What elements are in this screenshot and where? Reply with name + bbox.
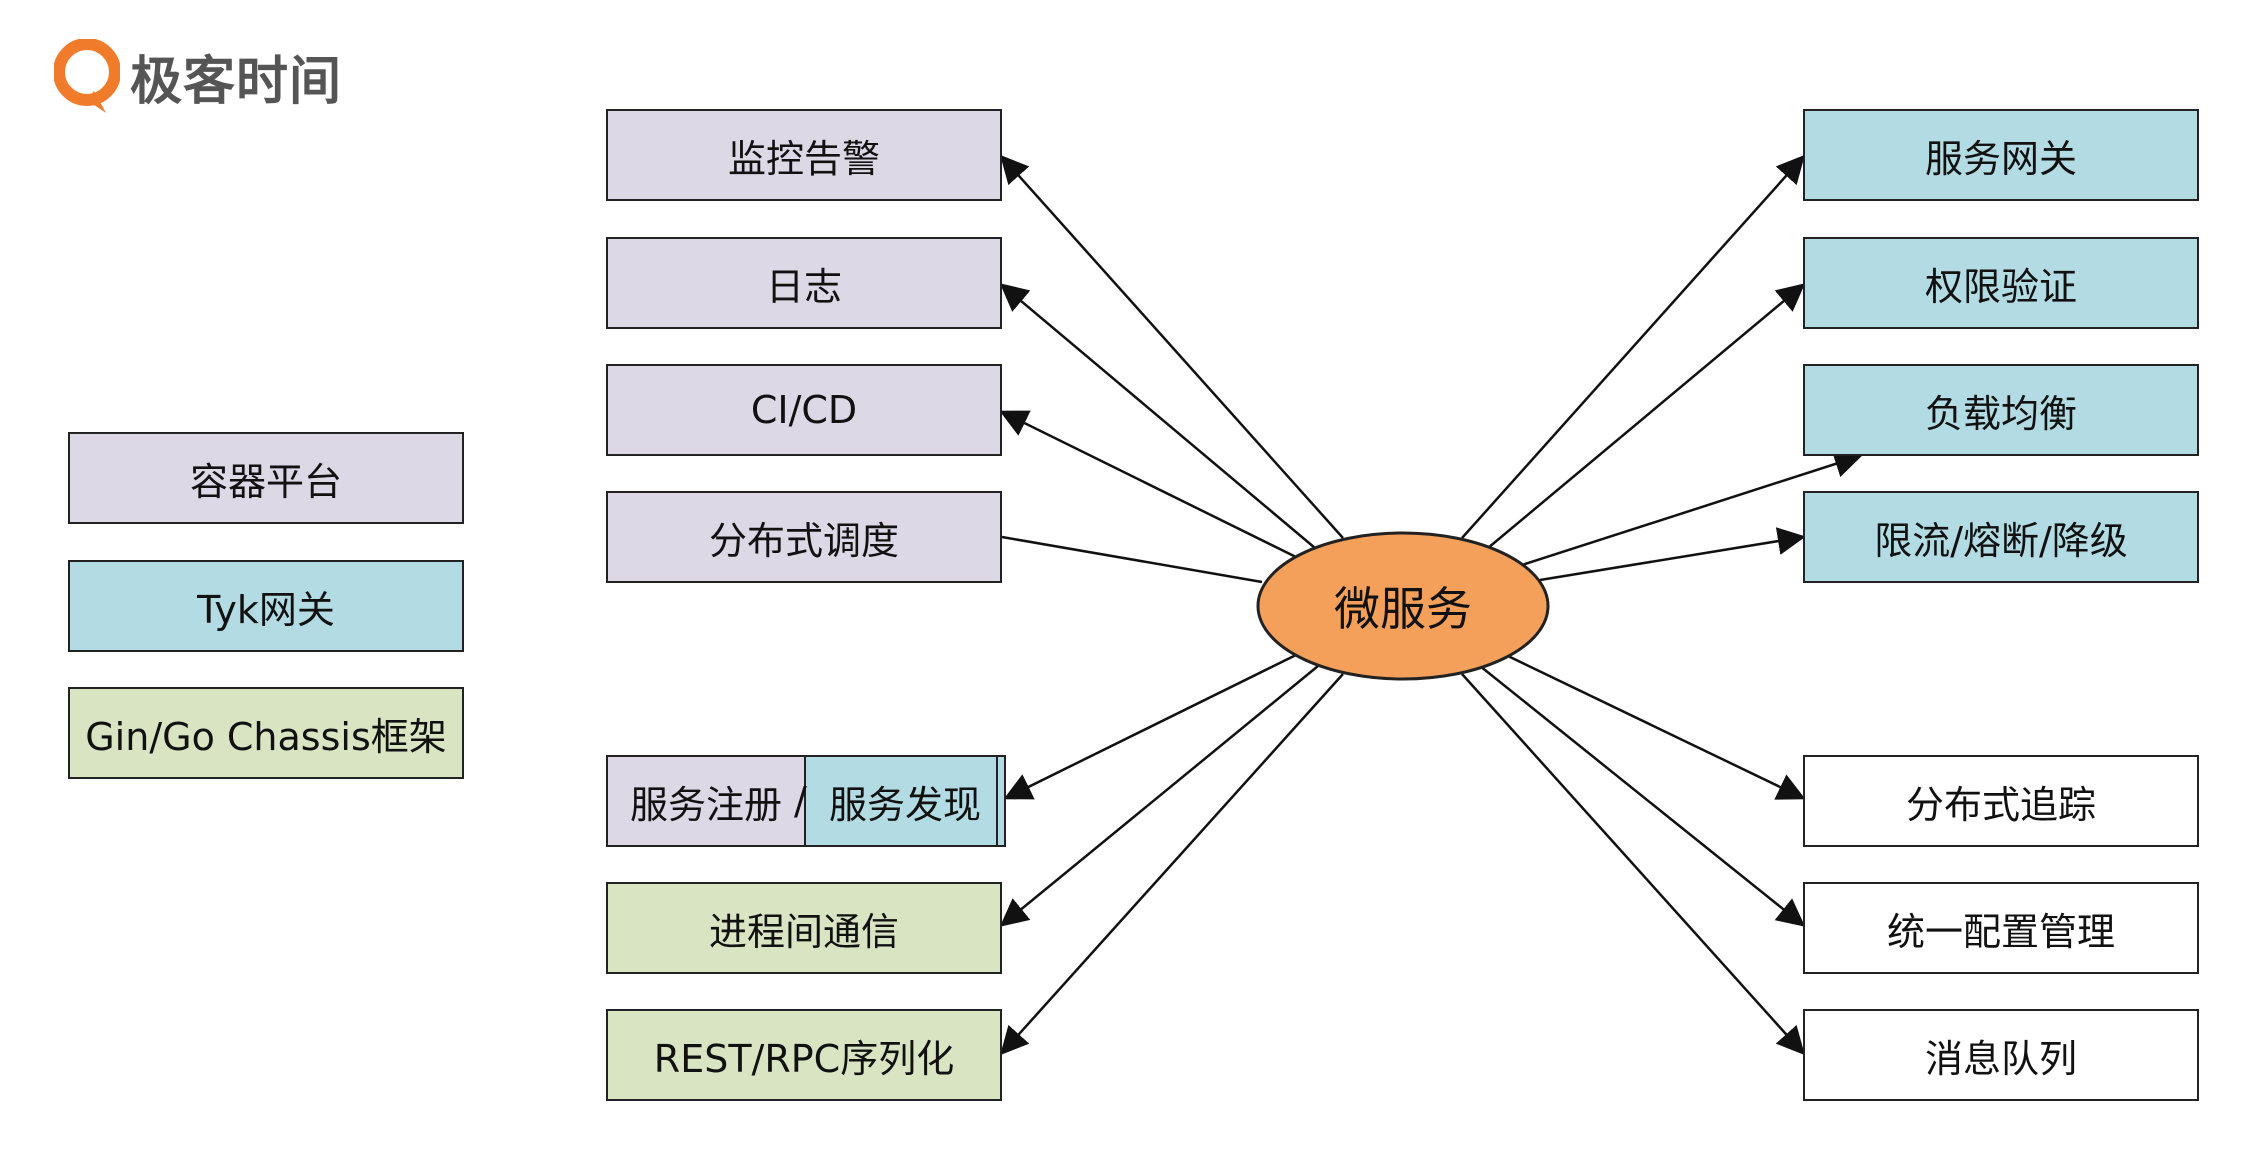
geek-time-logo-icon <box>54 39 120 113</box>
edge-config <box>1479 665 1806 927</box>
node-rest-rpc-serialization: REST/RPC序列化 <box>606 1009 1002 1101</box>
edge-tracing <box>1507 654 1806 800</box>
service-discovery-half: 服务发现 <box>804 757 1004 845</box>
node-config-management: 统一配置管理 <box>1803 882 2199 974</box>
logo: 极客时间 <box>54 36 342 116</box>
center-ellipse <box>1256 531 1550 681</box>
logo-text: 极客时间 <box>130 51 343 112</box>
legend-container-platform: 容器平台 <box>68 432 464 524</box>
node-message-queue: 消息队列 <box>1803 1009 2199 1101</box>
split-separator: / <box>794 779 807 823</box>
node-rate-limit-circuit-breaker: 限流/熔断/降级 <box>1803 491 2199 583</box>
edge-logging <box>999 283 1316 549</box>
edges-group <box>999 154 1863 1056</box>
legend-tyk-gateway: Tyk网关 <box>68 560 464 652</box>
node-service-gateway: 服务网关 <box>1803 109 2199 201</box>
node-distributed-scheduling: 分布式调度 <box>606 491 1002 583</box>
service-registry-half: 服务注册 <box>608 757 804 845</box>
node-logging: 日志 <box>606 237 1002 329</box>
edge-load-balance <box>1521 450 1863 567</box>
edge-scheduling <box>1001 535 1263 584</box>
node-auth: 权限验证 <box>1803 237 2199 329</box>
node-ipc: 进程间通信 <box>606 882 1002 974</box>
edge-registry <box>1003 652 1299 800</box>
node-monitoring-alerting: 监控告警 <box>606 109 1002 201</box>
edge-cicd <box>999 410 1299 560</box>
edge-gateway <box>1461 154 1805 539</box>
service-discovery-label: 服务发现 <box>828 782 981 827</box>
node-ci-cd: CI/CD <box>606 364 1002 456</box>
edge-auth <box>1487 283 1806 549</box>
node-service-registry-discovery: 服务注册 服务发现 / <box>606 755 1006 847</box>
edge-rate-limit <box>1539 527 1806 582</box>
service-registry-label: 服务注册 <box>629 782 782 827</box>
edge-mq <box>1461 673 1805 1056</box>
split-right-border <box>996 757 998 845</box>
node-load-balancing: 负载均衡 <box>1803 364 2199 456</box>
edge-monitoring <box>1000 154 1344 539</box>
edge-ipc <box>999 665 1319 927</box>
legend-gin-go-chassis: Gin/Go Chassis框架 <box>68 687 464 779</box>
edge-rest-rpc <box>1000 673 1344 1056</box>
center-label: 微服务 <box>1334 582 1472 636</box>
node-distributed-tracing: 分布式追踪 <box>1803 755 2199 847</box>
